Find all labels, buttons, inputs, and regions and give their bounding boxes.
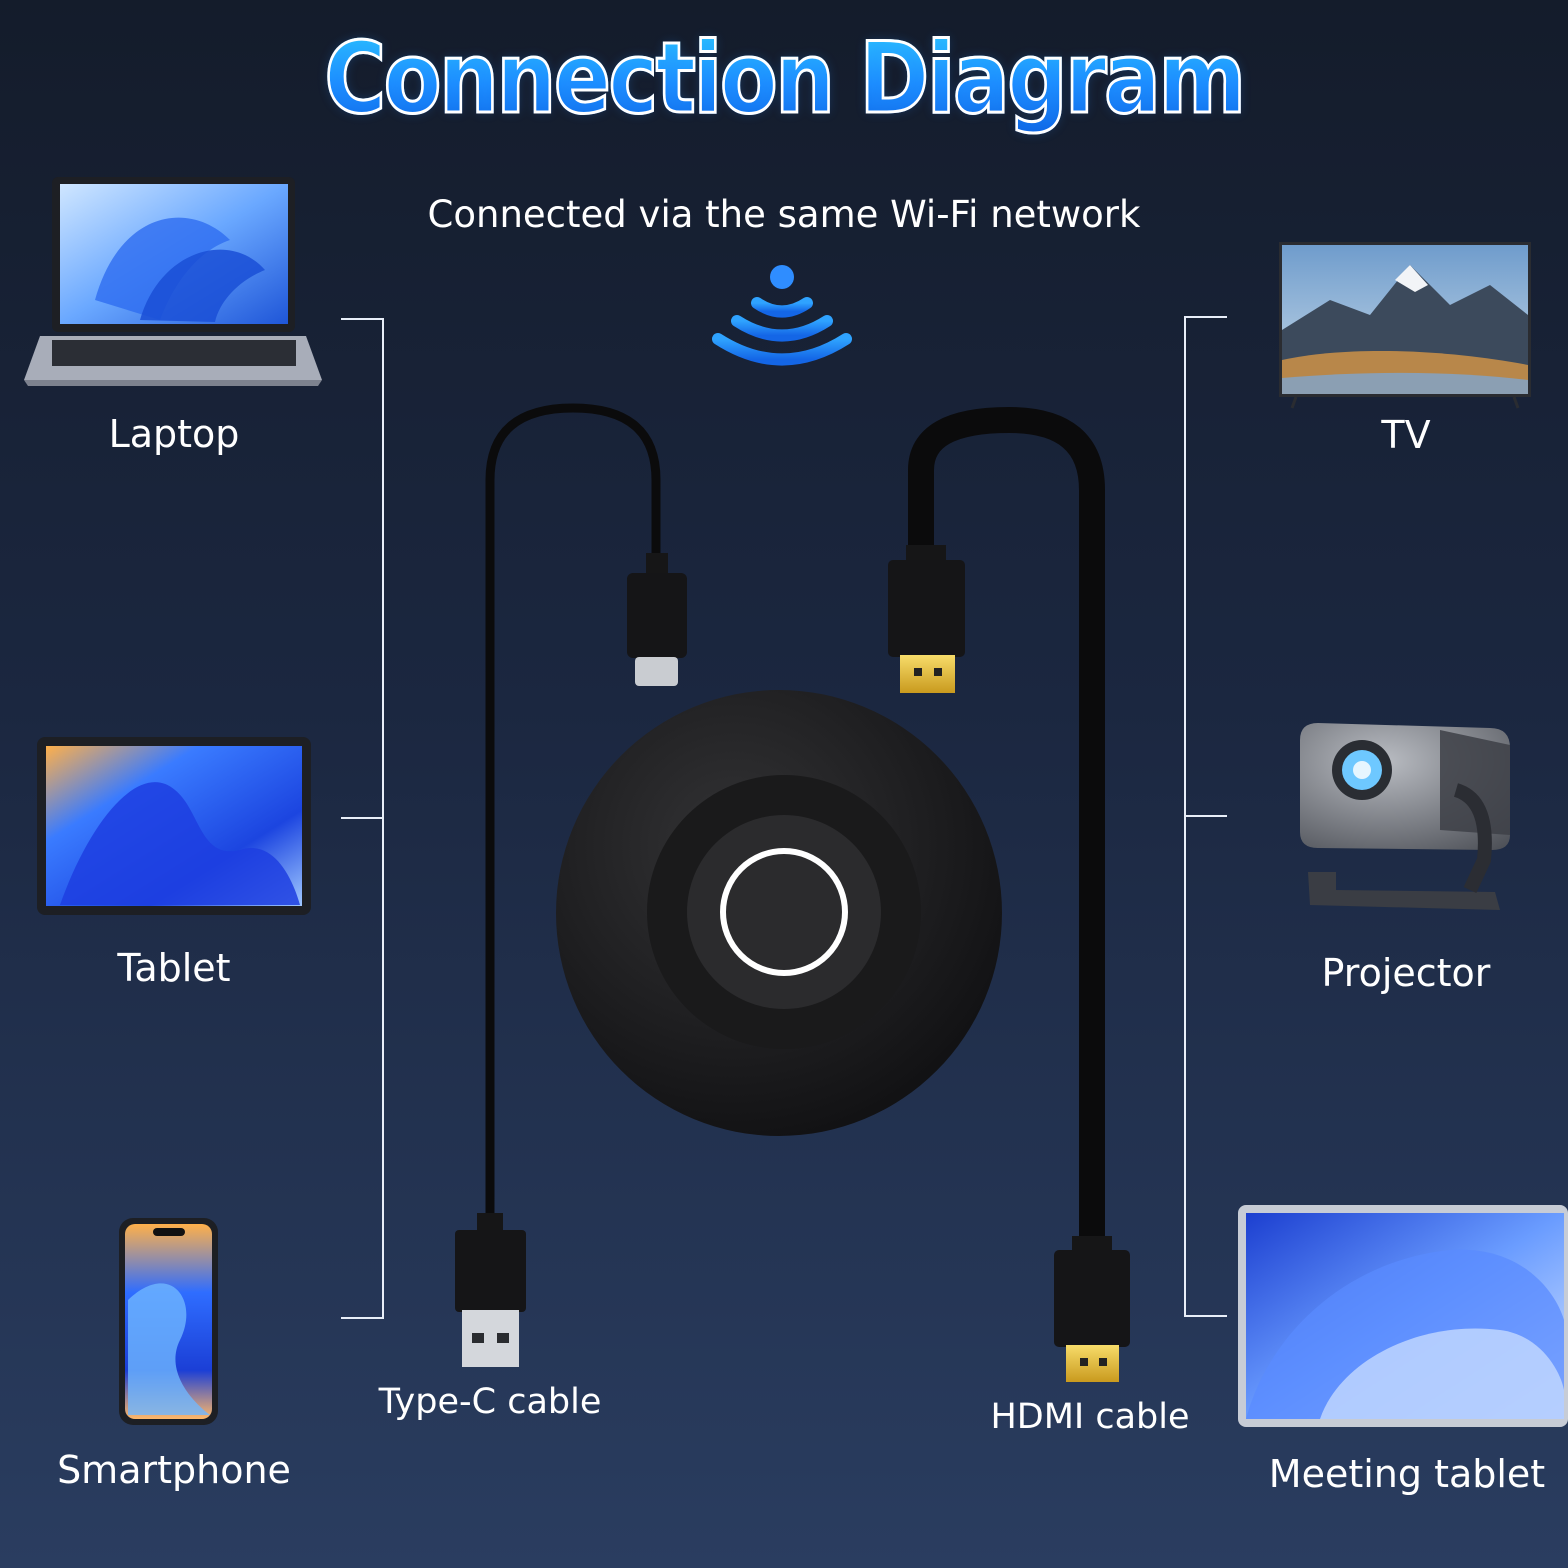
wifi-icon <box>712 265 852 366</box>
meeting-tablet-label: Meeting tablet <box>1268 1452 1546 1496</box>
projector-label: Projector <box>1321 951 1491 995</box>
type-c-cable-icon <box>455 403 687 1367</box>
source-bracket <box>341 318 384 1319</box>
meeting-tablet-icon <box>1238 1205 1568 1427</box>
display-bracket <box>1184 316 1227 1317</box>
tv-label: TV <box>1381 413 1431 457</box>
smartphone-icon <box>119 1218 218 1425</box>
diagram-title: Connection Diagram <box>110 21 1458 138</box>
smartphone-label: Smartphone <box>57 1448 291 1492</box>
wifi-network-caption: Connected via the same Wi-Fi network <box>427 193 1141 236</box>
hdmi-cable-icon <box>888 406 1130 1382</box>
tablet-icon <box>37 737 311 915</box>
laptop-icon <box>24 177 322 386</box>
hdmi-cable-label: HDMI cable <box>990 1397 1190 1437</box>
type-c-cable-label: Type-C cable <box>378 1382 602 1422</box>
tv-icon <box>1279 242 1531 409</box>
laptop-label: Laptop <box>108 412 240 456</box>
wireless-receiver-icon <box>556 690 1002 1136</box>
tablet-label: Tablet <box>117 946 231 990</box>
projector-icon <box>1300 723 1510 910</box>
